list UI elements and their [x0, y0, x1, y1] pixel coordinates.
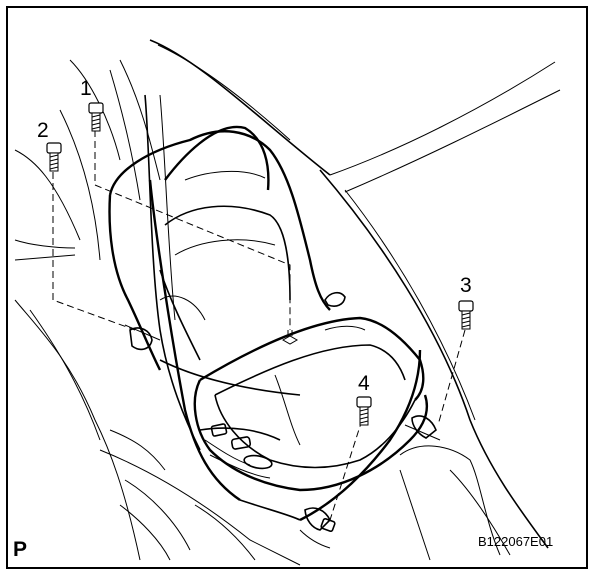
- callout-4: 4: [358, 372, 370, 395]
- seat-belt: [148, 125, 422, 522]
- seat-back: [108, 130, 331, 371]
- figure-frame: [6, 6, 588, 569]
- bolt-4: [356, 396, 372, 426]
- callout-3: 3: [460, 274, 472, 297]
- figure-id: B122067E01: [478, 534, 553, 549]
- view-marker: P: [13, 538, 27, 561]
- bolt-1: [88, 102, 104, 132]
- callout-1: 1: [80, 77, 92, 100]
- seat-rails: [124, 324, 441, 549]
- bolt-3: [458, 300, 474, 330]
- callout-2: 2: [37, 119, 49, 142]
- seat-side-trim: [199, 423, 281, 479]
- seat-cushion: [193, 316, 429, 492]
- bolt-2: [46, 142, 62, 172]
- bolt-leader-lines: [52, 130, 466, 521]
- vehicle-body-outline: [14, 39, 561, 566]
- headrest-bracket: [324, 291, 346, 307]
- seat-lock-mark: [281, 330, 299, 345]
